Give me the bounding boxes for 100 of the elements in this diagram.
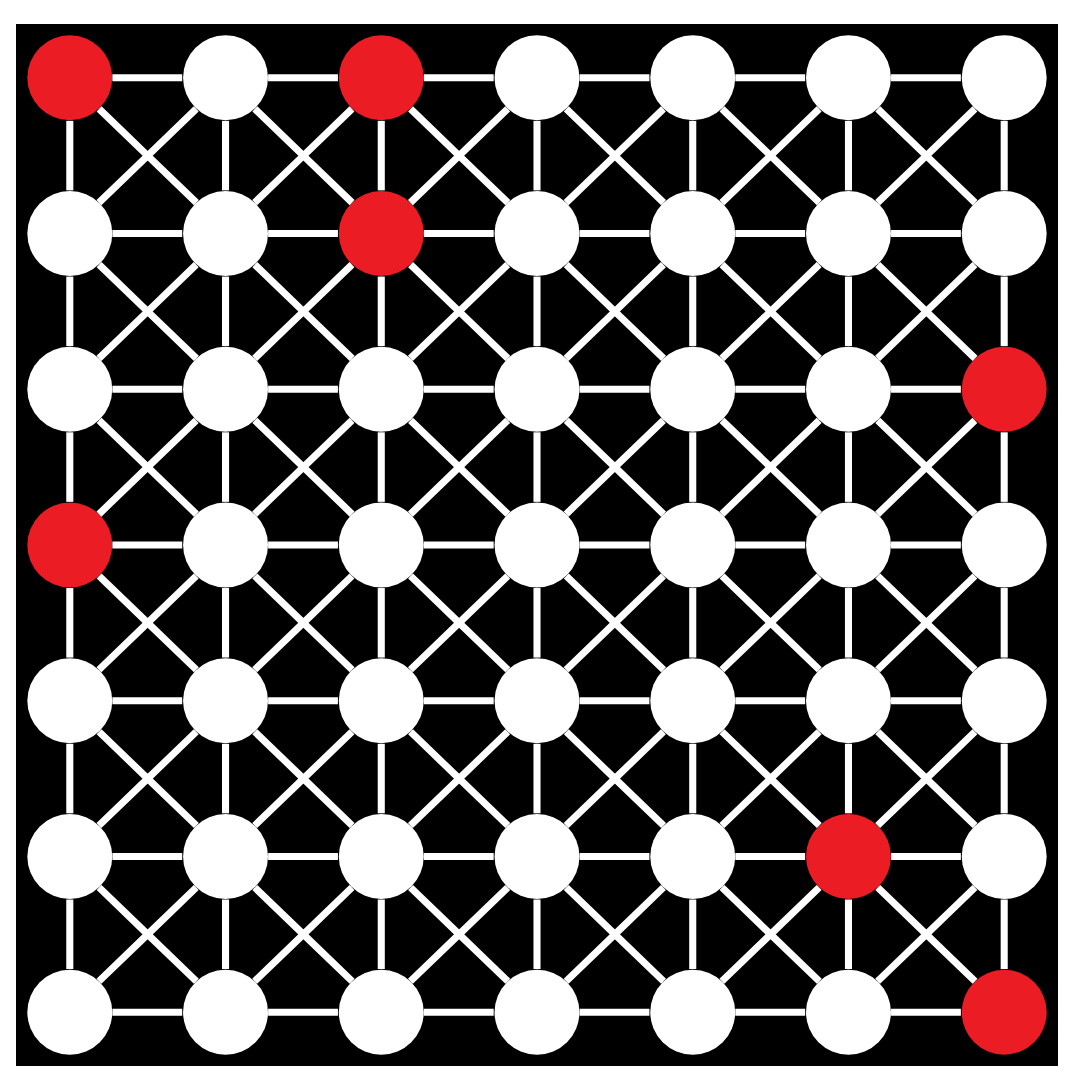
connector	[96, 262, 199, 361]
connector	[423, 74, 494, 82]
node-circle	[961, 346, 1047, 432]
connector	[66, 120, 74, 191]
connector	[891, 385, 961, 393]
connector	[719, 885, 822, 984]
node-circle	[27, 814, 113, 899]
node-circle	[806, 346, 891, 432]
connector	[268, 230, 338, 238]
connector	[252, 729, 355, 829]
connector	[96, 573, 199, 673]
node-circle	[650, 346, 736, 432]
connector	[112, 852, 183, 860]
connector	[252, 417, 355, 517]
connector	[252, 262, 355, 361]
node-circle	[806, 969, 891, 1055]
connector	[423, 541, 494, 549]
connector	[891, 852, 961, 860]
node-circle	[27, 191, 113, 276]
connector	[252, 573, 355, 673]
connector	[579, 697, 650, 705]
connector	[735, 541, 806, 549]
connector	[891, 74, 961, 82]
connector	[579, 852, 650, 860]
connector	[268, 852, 338, 860]
node-circle	[27, 346, 113, 432]
connector	[719, 729, 822, 829]
connector	[222, 743, 230, 814]
node-circle	[806, 658, 891, 744]
connector	[735, 1008, 806, 1016]
connector	[533, 899, 541, 970]
connector	[563, 573, 666, 673]
connector	[268, 1008, 338, 1016]
connector	[579, 230, 650, 238]
connector	[252, 885, 355, 984]
connector	[66, 899, 74, 970]
node-circle	[961, 191, 1047, 276]
connector	[579, 74, 650, 82]
connector	[268, 385, 338, 393]
node-circle	[338, 658, 424, 744]
connector	[1000, 588, 1008, 658]
node-circle	[650, 969, 736, 1055]
connector	[423, 385, 494, 393]
node-circle	[494, 658, 580, 744]
connector	[875, 417, 978, 517]
node-circle	[806, 502, 891, 588]
connector	[533, 276, 541, 347]
connector	[377, 899, 385, 970]
node-circle	[338, 35, 424, 121]
connector	[222, 120, 230, 191]
node-circle	[650, 814, 736, 899]
connector	[96, 729, 199, 829]
connector	[844, 276, 852, 347]
connector	[377, 743, 385, 814]
node-circle	[494, 814, 580, 899]
connector	[844, 588, 852, 658]
connector	[1000, 120, 1008, 191]
connector	[735, 852, 806, 860]
connector	[689, 432, 697, 502]
connector	[408, 573, 511, 673]
node-circle	[650, 191, 736, 276]
connector	[66, 588, 74, 658]
connector	[423, 230, 494, 238]
node-circle	[183, 658, 268, 744]
connector	[268, 697, 338, 705]
node-circle	[961, 35, 1047, 121]
connector	[1000, 432, 1008, 502]
node-circle	[338, 814, 424, 899]
connector	[222, 588, 230, 658]
connector	[222, 276, 230, 347]
node-circle	[27, 658, 113, 744]
connector	[423, 852, 494, 860]
node-circle	[27, 35, 113, 121]
connector	[689, 899, 697, 970]
connector	[252, 106, 355, 206]
connector	[689, 120, 697, 191]
node-circle	[27, 969, 113, 1055]
connector	[891, 541, 961, 549]
node-circle	[650, 658, 736, 744]
connector	[377, 432, 385, 502]
node-circle	[183, 35, 268, 121]
connector	[112, 1008, 183, 1016]
connector	[719, 573, 822, 673]
node-circle	[183, 969, 268, 1055]
connector	[377, 588, 385, 658]
connector	[1000, 276, 1008, 347]
connector	[579, 385, 650, 393]
connector	[268, 541, 338, 549]
connector	[891, 1008, 961, 1016]
node-circle	[961, 502, 1047, 588]
node-circle	[961, 814, 1047, 899]
connector	[1000, 743, 1008, 814]
connector	[66, 743, 74, 814]
connector	[66, 276, 74, 347]
connector	[112, 230, 183, 238]
connector	[423, 697, 494, 705]
connector	[875, 106, 978, 206]
connector	[719, 417, 822, 517]
node-circle	[494, 191, 580, 276]
connector	[891, 230, 961, 238]
